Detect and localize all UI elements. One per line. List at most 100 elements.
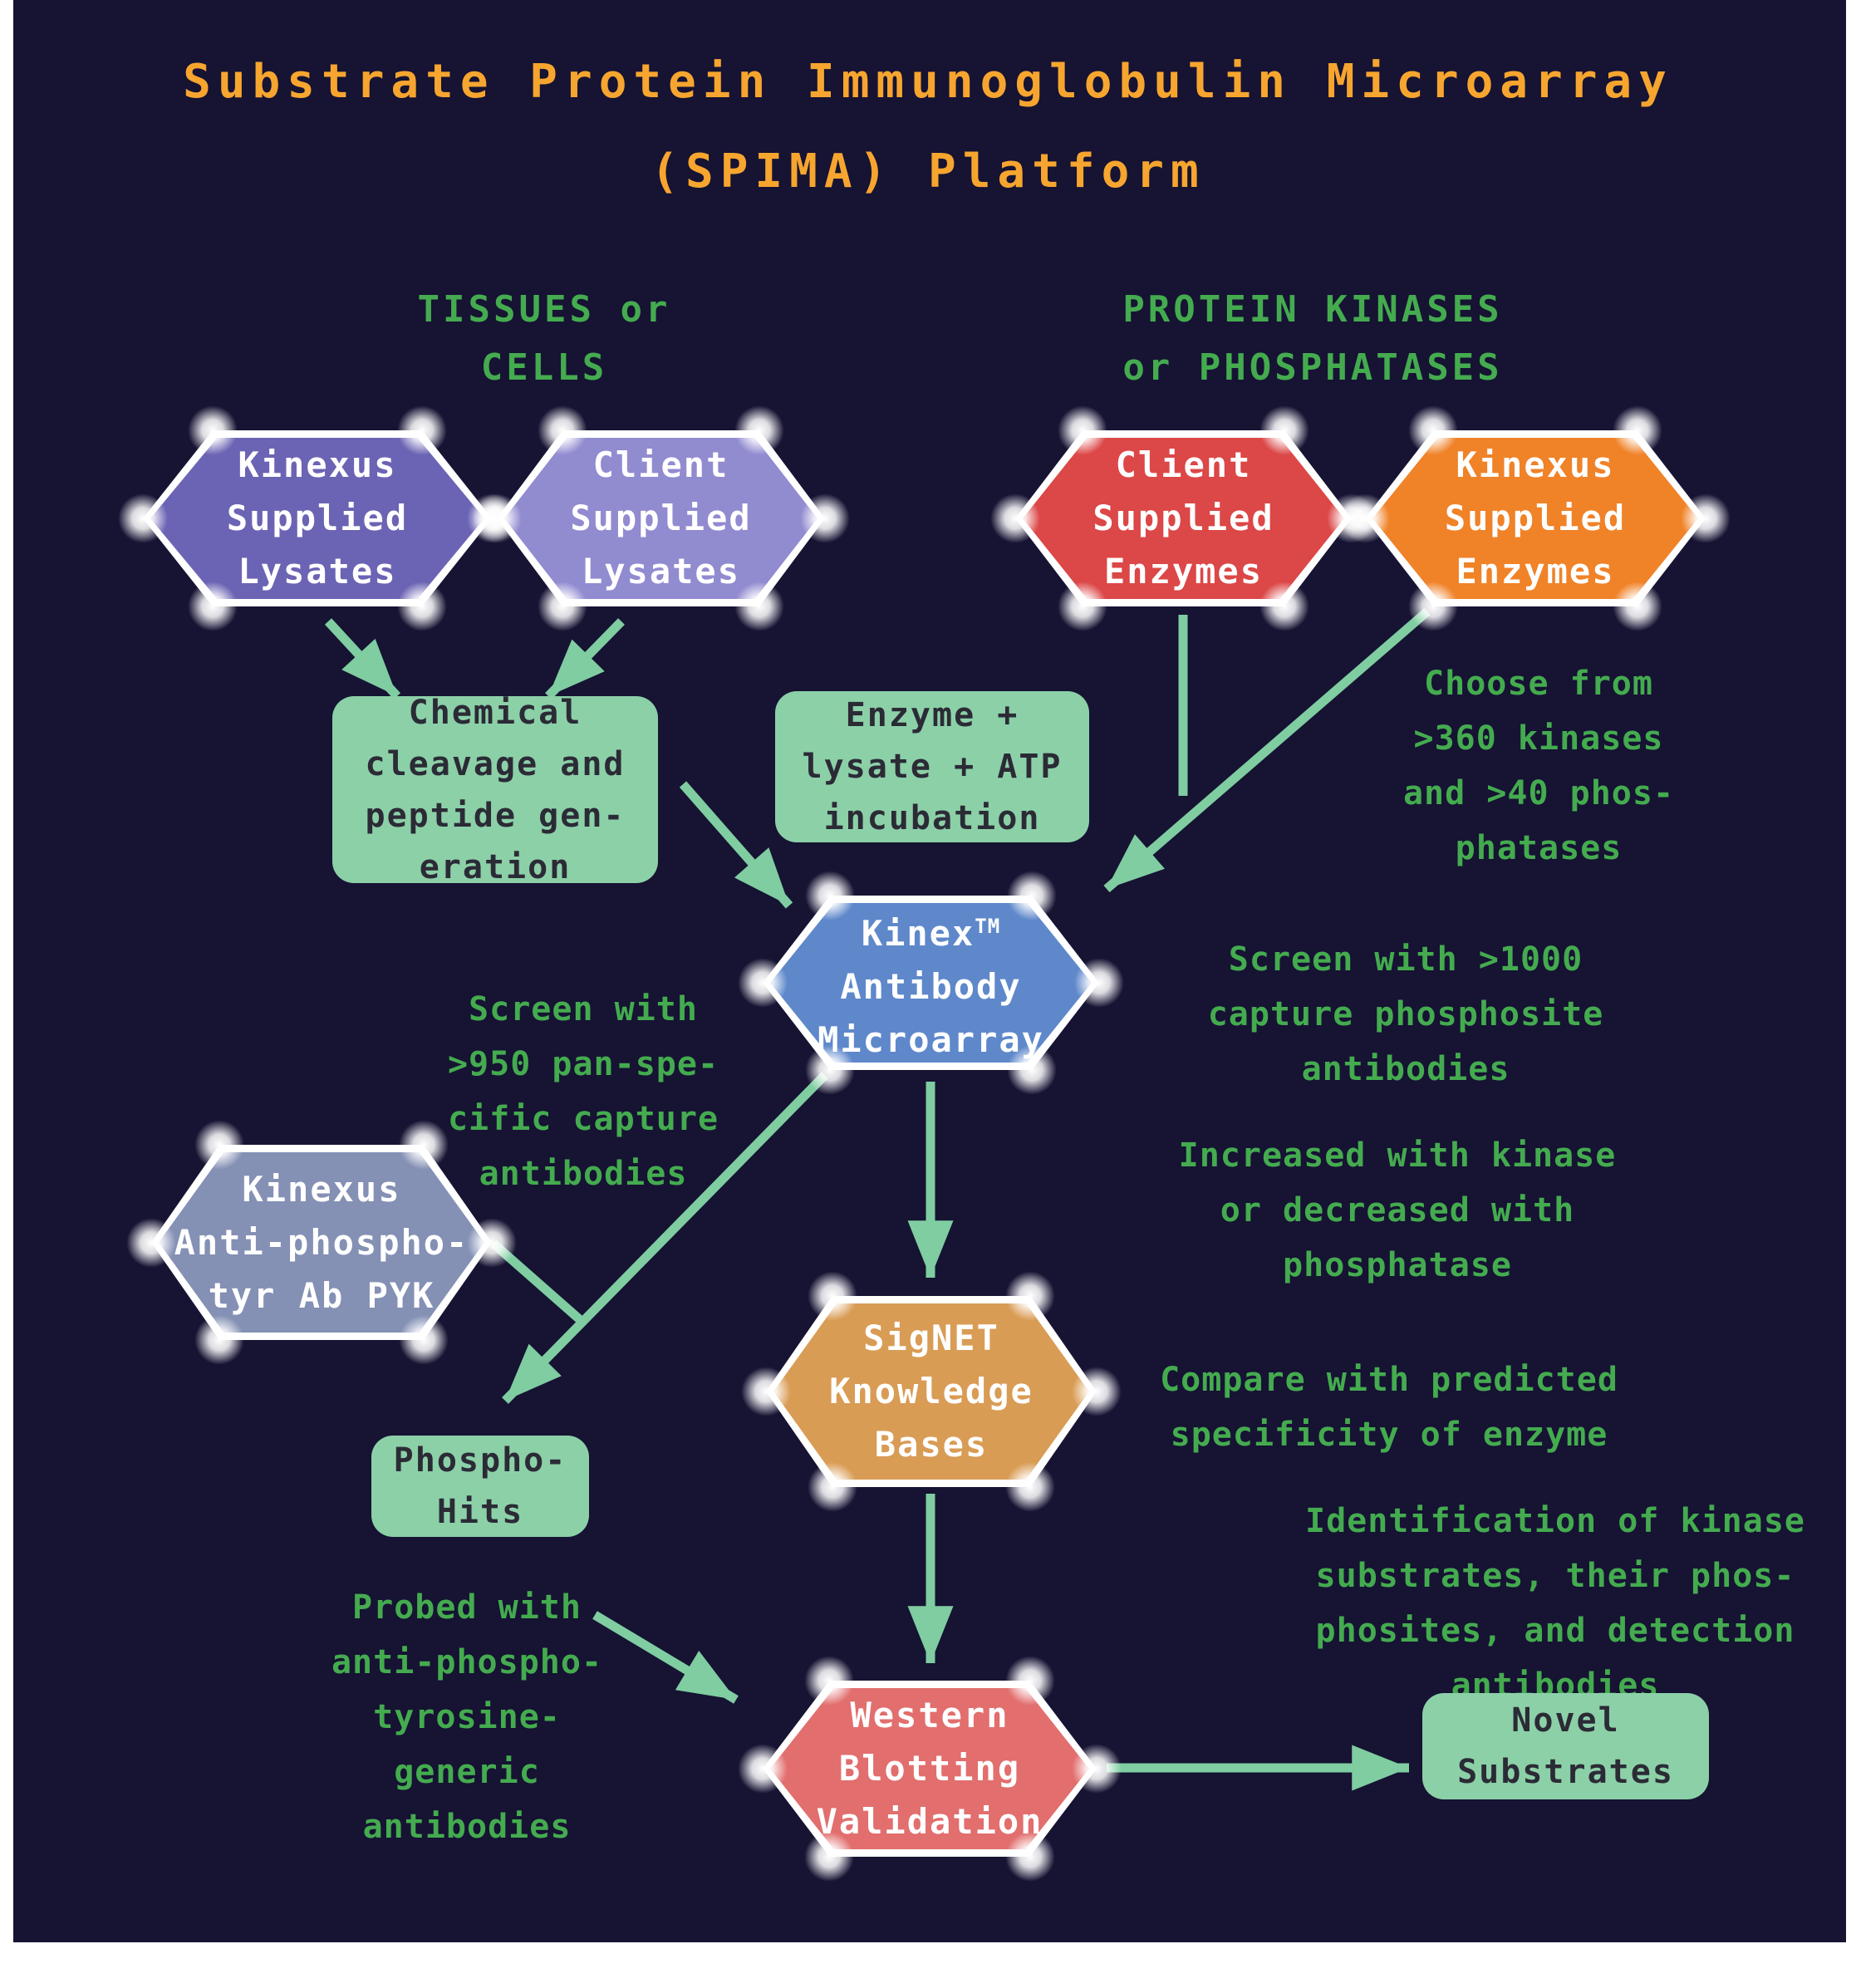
arrow-kinexus-lysates-to-chemical — [324, 618, 401, 699]
text-line: CELLS — [480, 346, 608, 389]
text-line: generic — [394, 1753, 540, 1791]
text-line: anti-phospho- — [331, 1643, 603, 1681]
arrow-phospho-hits-to-western — [592, 1611, 739, 1704]
hexagon-label: Kinexus Supplied Enzymes — [1365, 430, 1706, 606]
annotation-increased-decreased: Increased with kinase or decreased with … — [1148, 1128, 1647, 1293]
hexagon-fill — [1023, 438, 1344, 599]
text-line: and >40 phos- — [1402, 774, 1675, 812]
text-line: Hits — [436, 1493, 524, 1531]
box-phospho-hits: Phospho- Hits — [371, 1436, 589, 1537]
box-chemical-cleavage: Chemical cleavage and peptide gen- erati… — [332, 694, 658, 886]
hexagon-label: Kinexus Supplied Lysates — [143, 430, 492, 606]
text-line: eration — [419, 847, 572, 886]
text-line: Choose from — [1424, 665, 1653, 703]
hexagon-fill — [773, 1303, 1089, 1480]
text-line: cleavage and — [365, 744, 626, 783]
annotation-probed-with-antibodies: Probed with anti-phospho- tyrosine- gene… — [218, 1580, 716, 1854]
node-client-supplied-lysates: Client Supplied Lysates — [470, 404, 852, 633]
text-line: Phospho- — [393, 1441, 567, 1480]
text-line: Lysates — [581, 551, 740, 591]
text-line: phatases — [1455, 829, 1623, 867]
text-line: or decreased with — [1220, 1191, 1575, 1230]
text-line: lysate + ATP — [802, 748, 1063, 786]
text-line: Probed with — [352, 1588, 582, 1627]
node-signet-knowledge-bases: SigNET Knowledge Bases — [739, 1269, 1123, 1514]
arrow-client-lysates-to-chemical — [545, 618, 625, 699]
hexagon-fill — [150, 438, 484, 599]
text-line: Supplied — [226, 498, 409, 538]
text-line: capture phosphosite — [1207, 995, 1604, 1033]
text-line: Enzyme + — [845, 696, 1019, 734]
text-line: Supplied — [570, 498, 752, 538]
text-line: incubation — [823, 799, 1041, 837]
text-line: Anti-phospho- — [174, 1221, 469, 1263]
hexagon-fill — [504, 438, 818, 599]
text-line: Antibody — [840, 965, 1022, 1007]
node-kinexus-supplied-lysates: Kinexus Supplied Lysates — [116, 404, 518, 633]
text-line: Kinexus — [1456, 444, 1615, 485]
arrow-pyk-merge — [490, 1239, 587, 1327]
text-line: Novel — [1511, 1701, 1620, 1740]
text-line: Screen with >1000 — [1228, 940, 1583, 979]
text-line: Substrates — [1457, 1753, 1674, 1791]
text-line: Validation — [816, 1801, 1043, 1842]
text-line: phosphatase — [1283, 1246, 1512, 1284]
text-line: Chemical — [408, 693, 582, 732]
text-line: Client — [592, 444, 729, 485]
text-line: peptide gen- — [365, 796, 626, 835]
node-kinex-antibody-microarray: KinexTM Antibody Microarray — [736, 869, 1126, 1097]
text-line: antibodies — [1301, 1050, 1510, 1088]
hexagon-fill — [159, 1152, 484, 1333]
text-line: Identification of kinase — [1305, 1502, 1805, 1540]
text-line: >360 kinases — [1413, 719, 1664, 758]
text-line: tyr Ab PYK — [208, 1274, 435, 1316]
text-line: Client — [1115, 444, 1252, 485]
text-line: TISSUES or — [417, 288, 671, 331]
hexagon-label: Kinexus Anti-phospho- tyr Ab PYK — [151, 1145, 492, 1340]
text-line: Enzymes — [1103, 551, 1263, 591]
text-line: or PHOSPHATASES — [1122, 346, 1503, 389]
node-client-supplied-enzymes: Client Supplied Enzymes — [989, 404, 1378, 633]
hexagon-label: KinexTM Antibody Microarray — [763, 896, 1099, 1070]
text-line: phosites, and detection — [1315, 1612, 1795, 1650]
hexagon-label: Client Supplied Enzymes — [1015, 430, 1352, 606]
hexagon-fill — [770, 903, 1092, 1063]
text-line: Lysates — [238, 551, 397, 591]
hexagon-label: SigNET Knowledge Bases — [766, 1296, 1097, 1487]
text-line: Kinexus — [242, 1168, 401, 1210]
annotation-compare-specificity: Compare with predicted specificity of en… — [1115, 1352, 1663, 1462]
page-title: Substrate Protein Immunoglobulin Microar… — [0, 37, 1856, 217]
label-protein-kinases-or-phosphatases: PROTEIN KINASES or PHOSPHATASES — [1043, 281, 1583, 397]
text-line: Compare with predicted — [1160, 1361, 1618, 1399]
text-line: antibodies — [479, 1155, 688, 1193]
arrow-kinexus-enzymes-to-kinex — [1103, 607, 1431, 893]
text-line: Blotting — [838, 1748, 1021, 1789]
text-line: Bases — [874, 1424, 989, 1465]
annotation-identification-kinase-substrates: Identification of kinase substrates, the… — [1256, 1494, 1854, 1713]
arrow-kinex-to-phospho-hits — [502, 1072, 828, 1404]
text-line: >950 pan-spe- — [447, 1045, 719, 1083]
title-line: (SPIMA) Platform — [651, 145, 1205, 199]
node-kinexus-supplied-enzymes: Kinexus Supplied Enzymes — [1338, 404, 1732, 633]
text-line: Screen with — [469, 990, 698, 1028]
text-line: specificity of enzyme — [1170, 1416, 1608, 1454]
node-kinexus-anti-phospho-tyr-ab-pyk: Kinexus Anti-phospho- tyr Ab PYK — [125, 1118, 518, 1367]
arrow-chemical-to-kinex — [679, 781, 793, 909]
title-line: Substrate Protein Immunoglobulin Microar… — [183, 55, 1673, 109]
text-line: Microarray — [818, 1019, 1044, 1060]
node-western-blotting-validation: Western Blotting Validation — [736, 1654, 1123, 1883]
annotation-choose-from-kinases: Choose from >360 kinases and >40 phos- p… — [1331, 656, 1746, 876]
text-line: KinexTM — [861, 912, 1001, 954]
annotation-screen-950-antibodies: Screen with >950 pan-spe- cific capture … — [334, 982, 832, 1201]
text-line: Supplied — [1444, 498, 1627, 538]
text-line: tyrosine- — [373, 1698, 561, 1736]
text-line: Supplied — [1092, 498, 1274, 538]
box-novel-substrates: Novel Substrates — [1422, 1693, 1709, 1799]
text-line: cific capture — [447, 1100, 719, 1138]
text-line: SigNET — [863, 1318, 999, 1358]
annotation-screen-1000-antibodies: Screen with >1000 capture phosphosite an… — [1156, 932, 1655, 1097]
hexagon-fill — [1372, 438, 1698, 599]
hexagon-fill — [770, 1688, 1089, 1849]
